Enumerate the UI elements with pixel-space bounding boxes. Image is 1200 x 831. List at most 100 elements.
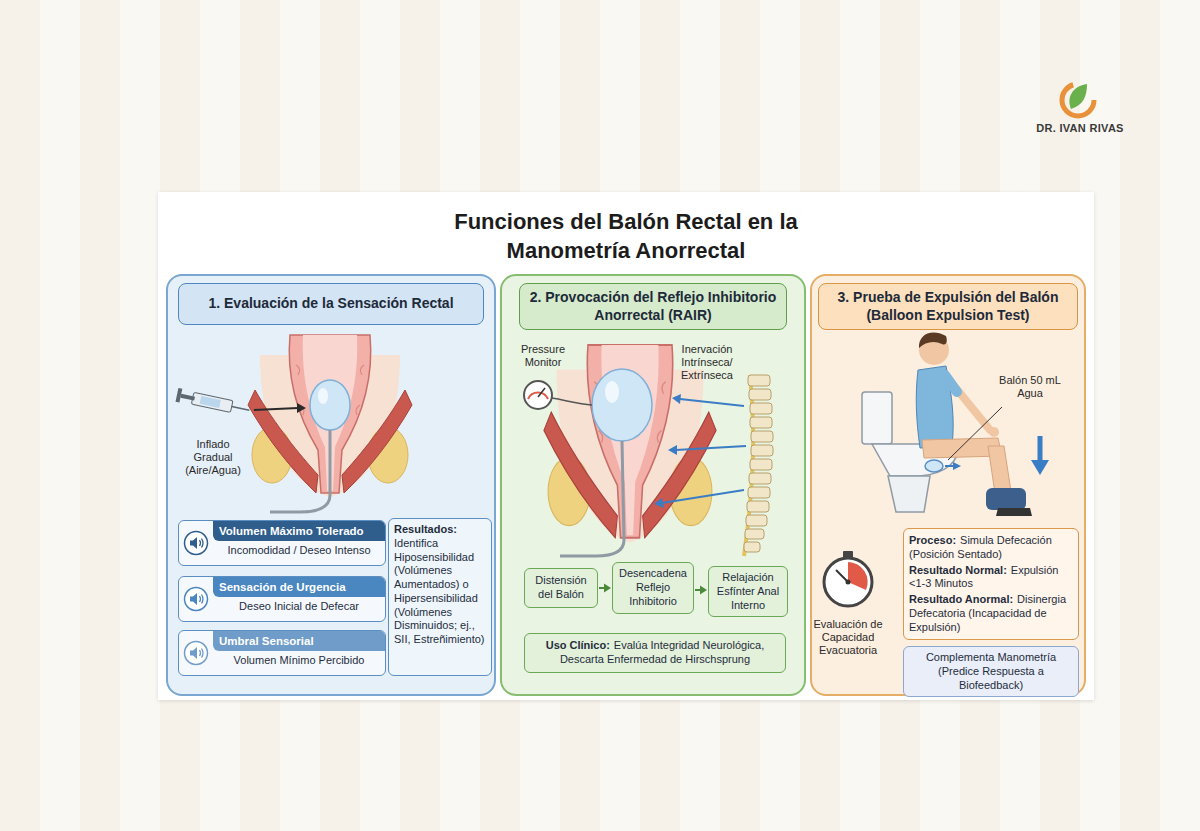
syringe (176, 388, 306, 417)
sensation-bar: Umbral SensorialVolumen Mínimo Percibido (178, 630, 386, 676)
syringe (297, 403, 306, 413)
speaker-icon (200, 595, 204, 604)
panel-header: 2. Provocación del Reflejo Inhibitorio A… (519, 283, 787, 330)
bar-column: Sensación de UrgenciaDeseo Inicial de De… (213, 577, 385, 621)
box-text: Identifica Hiposensibilidad (Volúmenes A… (394, 537, 486, 647)
spine (746, 515, 767, 526)
part-label: Pressure Monitor (512, 343, 574, 369)
seated-person (989, 427, 999, 437)
stopwatch (846, 580, 851, 585)
seated-person (986, 488, 1026, 510)
panel-header: 1. Evaluación de la Sensación Rectal (178, 283, 484, 325)
result-line: Proceso:Simula Defecación (Posición Sent… (909, 534, 1073, 562)
label-wrap: Evaluación de Capacidad Evacuatoria (810, 618, 886, 658)
panel: 2. Provocación del Reflejo Inhibitorio A… (500, 274, 806, 696)
process-box: Relajación Esfínter Anal Interno (708, 566, 788, 617)
info-box: Uso Clínico:Evalúa Integridad Neurológic… (524, 633, 786, 673)
logo (1062, 84, 1094, 116)
speaker-icon (185, 532, 208, 555)
pressure-gauge (538, 388, 545, 397)
speaker-icon (190, 537, 197, 549)
speaker-icon (179, 521, 213, 565)
spine (750, 417, 772, 428)
speaker-icon (179, 577, 213, 621)
process-box: Desencadena Reflejo Inhibitorio (612, 562, 694, 614)
label-wrap: Inervación Intrínseca/ Extrínseca (674, 343, 740, 383)
info-box: Complementa Manometría (Predice Respuest… (903, 646, 1079, 697)
logo (1062, 84, 1094, 116)
box-text: Distensión del Balón (530, 574, 592, 602)
flow-arrow (695, 586, 707, 595)
panel: 1. Evaluación de la Sensación RectalVolu… (166, 274, 496, 696)
rectum-anatomy-sensation (248, 335, 412, 512)
spine (749, 473, 771, 484)
result-heading: Resultado Normal: (909, 564, 1007, 578)
speaker-icon (183, 530, 209, 556)
box-text: Desencadena Reflejo Inhibitorio (618, 567, 688, 608)
result-line: Resultado Normal:Expulsión <1-3 Minutos (909, 564, 1073, 592)
diagram-title: Funciones del Balón Rectal en la Manomet… (406, 208, 846, 265)
box-text: Relajación Esfínter Anal Interno (714, 571, 782, 612)
pressure-gauge (524, 381, 592, 409)
seated-person (916, 332, 1032, 516)
part-label: Inflado Gradual (Aire/Agua) (178, 438, 248, 478)
nerve-arrows (662, 490, 744, 503)
spine (751, 431, 773, 442)
spine (748, 487, 770, 498)
toilet (888, 476, 930, 512)
syringe (180, 394, 195, 401)
speaker-icon (185, 588, 208, 611)
label-wrap: DR. IVAN RIVAS (1028, 122, 1132, 134)
seated-person (945, 375, 957, 392)
speaker-icon (200, 539, 204, 548)
seated-person (919, 332, 947, 348)
nerve-arrows (654, 498, 664, 508)
sensation-bar: Sensación de UrgenciaDeseo Inicial de De… (178, 576, 386, 622)
bar-heading: Volumen Máximo Tolerado (213, 521, 385, 541)
spine (748, 375, 770, 386)
title-wrap: Funciones del Balón Rectal en la Manomet… (386, 208, 866, 265)
nerve-arrows (654, 394, 746, 508)
nerve-arrows (668, 445, 677, 455)
expelled-balloon (948, 407, 1002, 460)
bar-column: Umbral SensorialVolumen Mínimo Percibido (213, 631, 385, 675)
syringe (176, 388, 251, 417)
speaker-icon (190, 593, 197, 605)
box-heading: Resultados: (394, 523, 486, 537)
rectum-anatomy-sensation (270, 430, 330, 512)
expelled-balloon (925, 407, 1002, 472)
process-box: Distensión del Balón (524, 568, 598, 608)
push-arrow (1031, 460, 1049, 475)
bar-heading: Umbral Sensorial (213, 631, 385, 651)
label-wrap: Pressure Monitor (512, 343, 574, 369)
sensation-bar: Volumen Máximo ToleradoIncomodidad / Des… (178, 520, 386, 566)
bar-text: Volumen Mínimo Percibido (213, 651, 385, 671)
pressure-gauge (524, 381, 552, 409)
rectum-anatomy-rair (605, 381, 619, 403)
bar-text: Incomodidad / Deseo Intenso (213, 541, 385, 561)
result-heading: Proceso: (909, 534, 956, 548)
syringe (232, 406, 250, 410)
callout-label: Balón 50 mL Agua (996, 374, 1064, 400)
speaker-icon (179, 631, 213, 675)
logo (1069, 84, 1087, 109)
seated-person (996, 508, 1032, 516)
part-label: Evaluación de Capacidad Evacuatoria (810, 618, 886, 658)
label-wrap: Inflado Gradual (Aire/Agua) (178, 438, 248, 478)
push-arrow (1038, 436, 1043, 462)
stopwatch (848, 562, 868, 590)
toilet (862, 392, 892, 444)
expelled-balloon (953, 462, 961, 470)
label-wrap: Balón 50 mL Agua (996, 374, 1064, 400)
rectum-anatomy-rair (560, 441, 624, 556)
result-box: Proceso:Simula Defecación (Posición Sent… (903, 528, 1079, 640)
nerve-arrows (672, 394, 681, 404)
pressure-gauge (552, 398, 592, 405)
stopwatch (824, 551, 872, 606)
syringe (254, 408, 298, 410)
syringe (200, 396, 221, 408)
logo-text: DR. IVAN RIVAS (1028, 122, 1132, 134)
